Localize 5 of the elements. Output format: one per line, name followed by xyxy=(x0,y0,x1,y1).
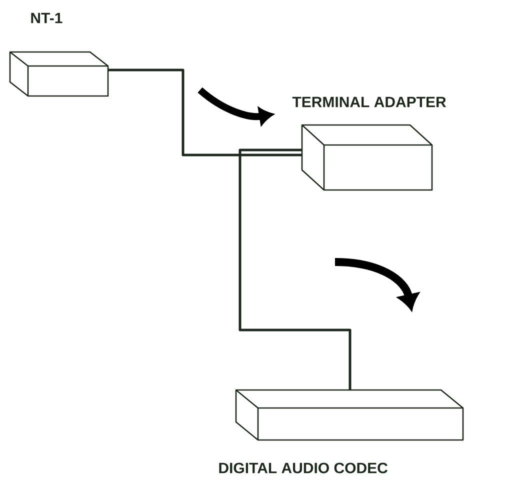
device-label: NT-1 xyxy=(31,12,62,24)
connector-line xyxy=(108,68,302,156)
connector-line xyxy=(238,148,352,390)
device-label: DIGITAL AUDIO CODEC xyxy=(219,462,388,474)
device-label: TERMINAL ADAPTER xyxy=(292,96,446,108)
